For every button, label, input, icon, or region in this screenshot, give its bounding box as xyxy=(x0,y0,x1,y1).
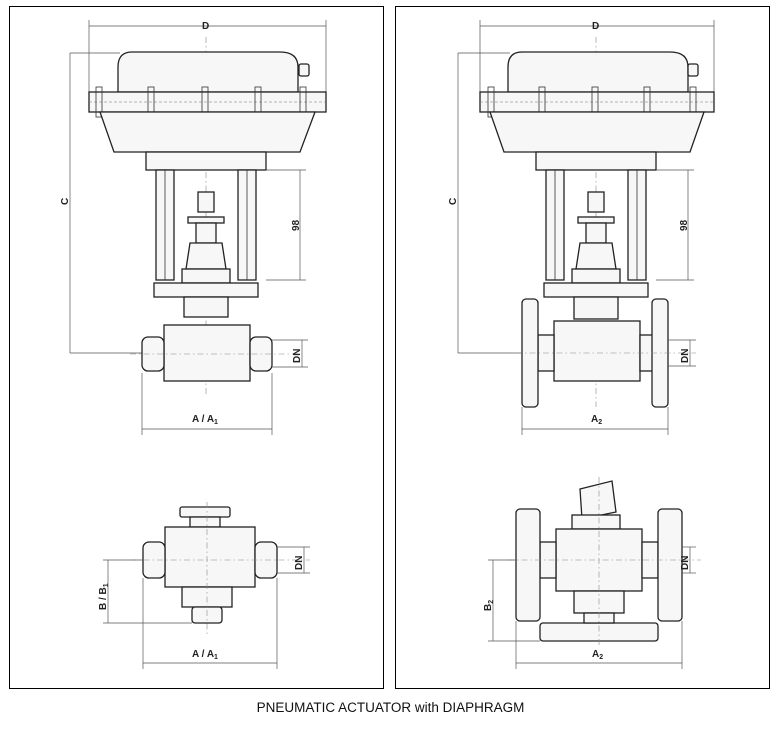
dim-label-dn-upper: DN xyxy=(292,349,303,363)
stem-guide xyxy=(185,242,227,270)
stem-guide xyxy=(575,242,617,270)
air-connection xyxy=(687,63,699,77)
stem-coupling xyxy=(587,191,605,213)
right-valve-drawing: D 98 C DN A2 xyxy=(448,20,715,669)
actuator-upper-housing xyxy=(507,51,689,93)
right-drawing-panel: D 98 C DN A2 xyxy=(395,6,770,689)
actuator-yoke-top xyxy=(535,151,657,171)
packing-nut xyxy=(181,268,231,284)
valve-body-side xyxy=(164,526,256,588)
air-connection xyxy=(298,63,310,77)
side-stem-bracket xyxy=(579,480,617,520)
dim-label-dn-lower: DN xyxy=(680,556,691,570)
dim-label-a-upper: A2 xyxy=(591,414,602,426)
dim-label-98: 98 xyxy=(679,219,690,231)
packing-nut xyxy=(571,268,621,284)
dim-label-c: C xyxy=(60,198,71,205)
actuator-yoke-top xyxy=(145,151,267,171)
valve-body-front xyxy=(163,324,251,382)
yoke-base xyxy=(153,282,259,298)
valve-body-front xyxy=(553,320,641,382)
bonnet xyxy=(573,296,619,320)
stem-coupling xyxy=(197,191,215,213)
side-stem-flange xyxy=(179,506,231,518)
dim-label-a-upper: A / A1 xyxy=(192,414,218,426)
dim-label-a-lower: A2 xyxy=(592,649,603,661)
figure-caption: PNEUMATIC ACTUATOR with DIAPHRAGM xyxy=(256,700,525,715)
dim-label-d: D xyxy=(592,21,599,32)
bonnet xyxy=(183,296,229,318)
dim-label-98: 98 xyxy=(291,219,302,231)
side-flange-left xyxy=(515,508,541,622)
left-drawing-panel: D 98 C DN A / A1 xyxy=(9,6,384,689)
dim-label-dn-lower: DN xyxy=(294,556,305,570)
dim-label-dn-upper: DN xyxy=(680,349,691,363)
actuator-lower-housing xyxy=(99,111,316,153)
stroke-indicator xyxy=(577,216,615,224)
dim-label-b: B2 xyxy=(483,600,495,611)
actuator-lower-housing xyxy=(489,111,705,153)
side-flange-right xyxy=(657,508,683,622)
side-stem-flange xyxy=(571,514,621,530)
dim-label-b: B / B1 xyxy=(98,583,110,610)
yoke-base xyxy=(543,282,649,298)
stroke-indicator xyxy=(187,216,225,224)
left-valve-drawing: D 98 C DN A / A1 xyxy=(60,20,327,669)
dim-label-c: C xyxy=(448,198,459,205)
dim-label-a-lower: A / A1 xyxy=(192,649,218,661)
actuator-upper-housing xyxy=(117,51,299,93)
dim-label-d: D xyxy=(202,21,209,32)
